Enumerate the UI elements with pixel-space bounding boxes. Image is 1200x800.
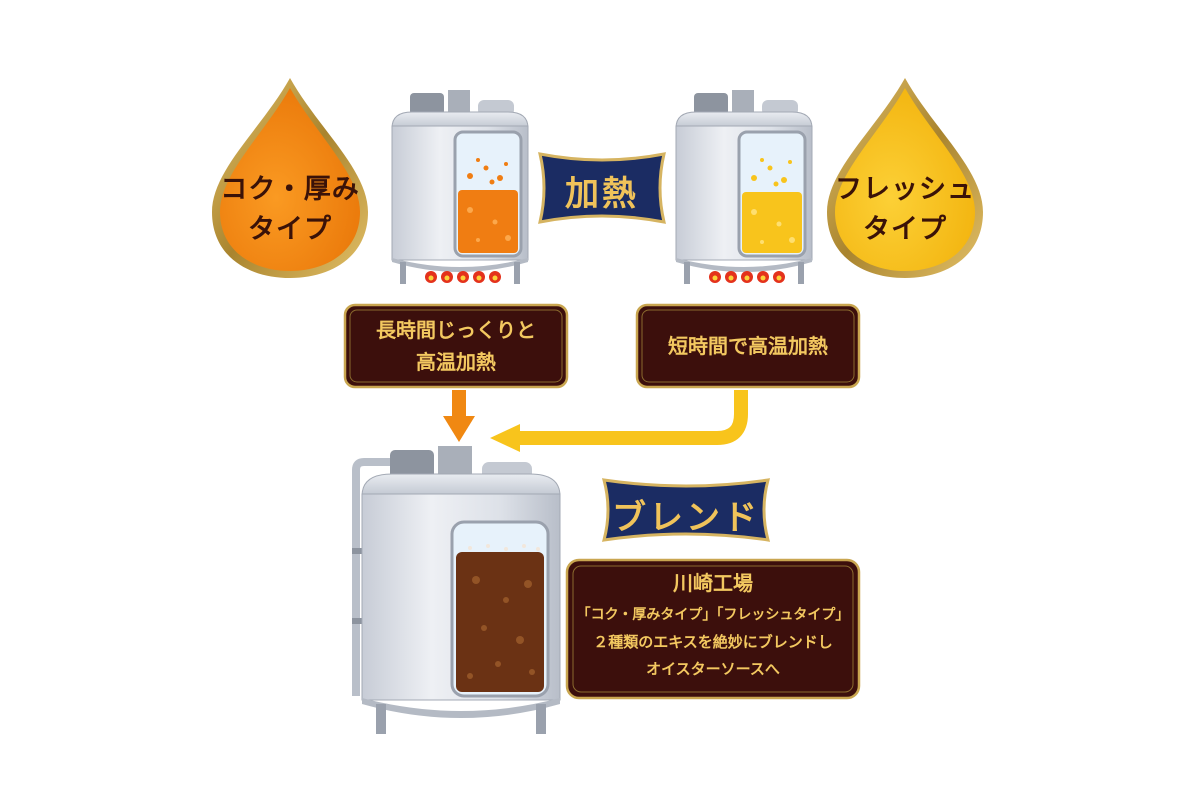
- long-heating-plaque: [343, 303, 569, 389]
- long-heating-line2: 高温加熱: [416, 350, 496, 374]
- factory-line1: 「コク・厚みタイプ」「フレッシュタイプ」: [576, 607, 850, 623]
- blend-banner: [601, 478, 771, 542]
- fresh-type-drop: [827, 78, 983, 278]
- rich-type-label: コク・厚み タイプ: [220, 170, 360, 250]
- blend-tank: [352, 446, 561, 734]
- factory-line2: ２種類のエキスを絶妙にブレンドし: [593, 633, 833, 651]
- heating-banner: [538, 152, 666, 224]
- factory-plaque: [565, 558, 861, 700]
- short-heating-text: 短時間で高温加熱: [668, 334, 828, 358]
- fresh-type-label-line2: タイプ: [863, 214, 947, 245]
- fresh-heating-tank: [675, 90, 813, 284]
- rich-heating-tank: [391, 90, 529, 284]
- long-heating-line1: 長時間じっくりと: [376, 318, 536, 342]
- long-heating-text: 長時間じっくりと 高温加熱: [350, 314, 562, 378]
- fresh-type-label-line1: フレッシュ: [835, 174, 975, 205]
- short-heating-plaque: [635, 303, 861, 389]
- factory-title: 川崎工場: [673, 571, 753, 595]
- rich-type-label-line1: コク・厚み: [220, 174, 360, 205]
- fresh-type-label: フレッシュ タイプ: [835, 170, 975, 250]
- factory-line3: オイスターソースへ: [646, 660, 780, 678]
- blend-banner-text: ブレンド: [612, 498, 760, 538]
- heating-banner-text: 加熱: [565, 174, 639, 214]
- rich-type-label-line2: タイプ: [248, 214, 332, 245]
- factory-text: 川崎工場 「コク・厚みタイプ」「フレッシュタイプ」 ２種類のエキスを絶妙にブレン…: [573, 568, 853, 683]
- rich-down-arrow: [443, 390, 475, 442]
- fresh-merge-arrow: [490, 390, 748, 452]
- rich-type-drop: [212, 78, 368, 278]
